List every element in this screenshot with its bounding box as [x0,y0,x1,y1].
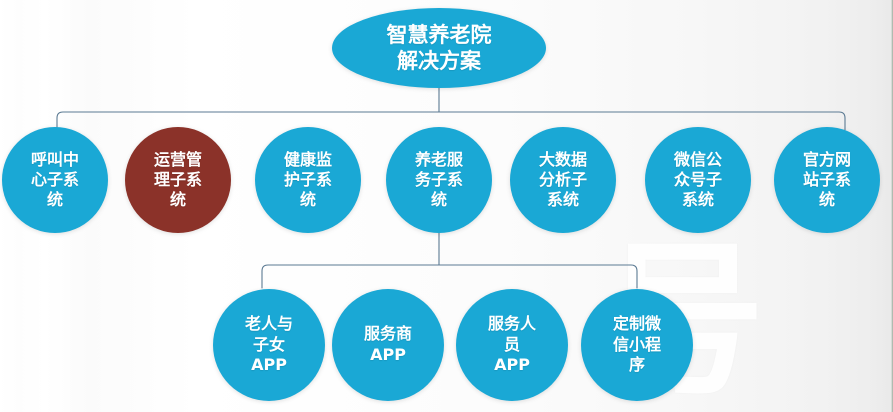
subsystem-label: 运营管 理子系 统 [153,149,202,210]
app-label: 老人与 子女 APP [244,313,293,375]
subsystem-label: 健康监 护子系 统 [283,149,332,210]
app-label: 定制微 信小程 序 [612,313,661,375]
subsystem-node-big-data[interactable]: 大数据 分析子 系统 [510,127,616,233]
subsystem-node-health-monitor[interactable]: 健康监 护子系 统 [255,127,361,233]
app-node-staff[interactable]: 服务人 员 APP [456,289,568,401]
subsystem-node-elder-service[interactable]: 养老服 务子系 统 [386,127,492,233]
subsystem-node-call-center[interactable]: 呼叫中 心子系 统 [2,127,108,233]
app-node-provider[interactable]: 服务商 APP [332,289,444,401]
subsystem-node-wechat-official[interactable]: 微信公 众号子 系统 [645,127,751,233]
app-label: 服务商 APP [363,324,412,364]
app-node-elder-family[interactable]: 老人与 子女 APP [213,289,325,401]
root-node-label: 智慧养老院 解决方案 [386,22,492,73]
app-node-mini-program[interactable]: 定制微 信小程 序 [581,289,693,401]
subsystem-label: 大数据 分析子 系统 [538,149,587,210]
subsystem-node-operations[interactable]: 运营管 理子系 统 [125,127,231,233]
subsystem-label: 微信公 众号子 系统 [673,149,722,210]
root-node-solution[interactable]: 智慧养老院 解决方案 [332,8,546,88]
subsystem-label: 养老服 务子系 统 [414,149,463,210]
subsystem-node-website[interactable]: 官方网 站子系 统 [774,127,880,233]
app-label: 服务人 员 APP [487,313,536,375]
connector-level3-bracket [261,264,638,289]
subsystem-label: 官方网 站子系 统 [802,149,851,210]
subsystem-label: 呼叫中 心子系 统 [30,149,79,210]
